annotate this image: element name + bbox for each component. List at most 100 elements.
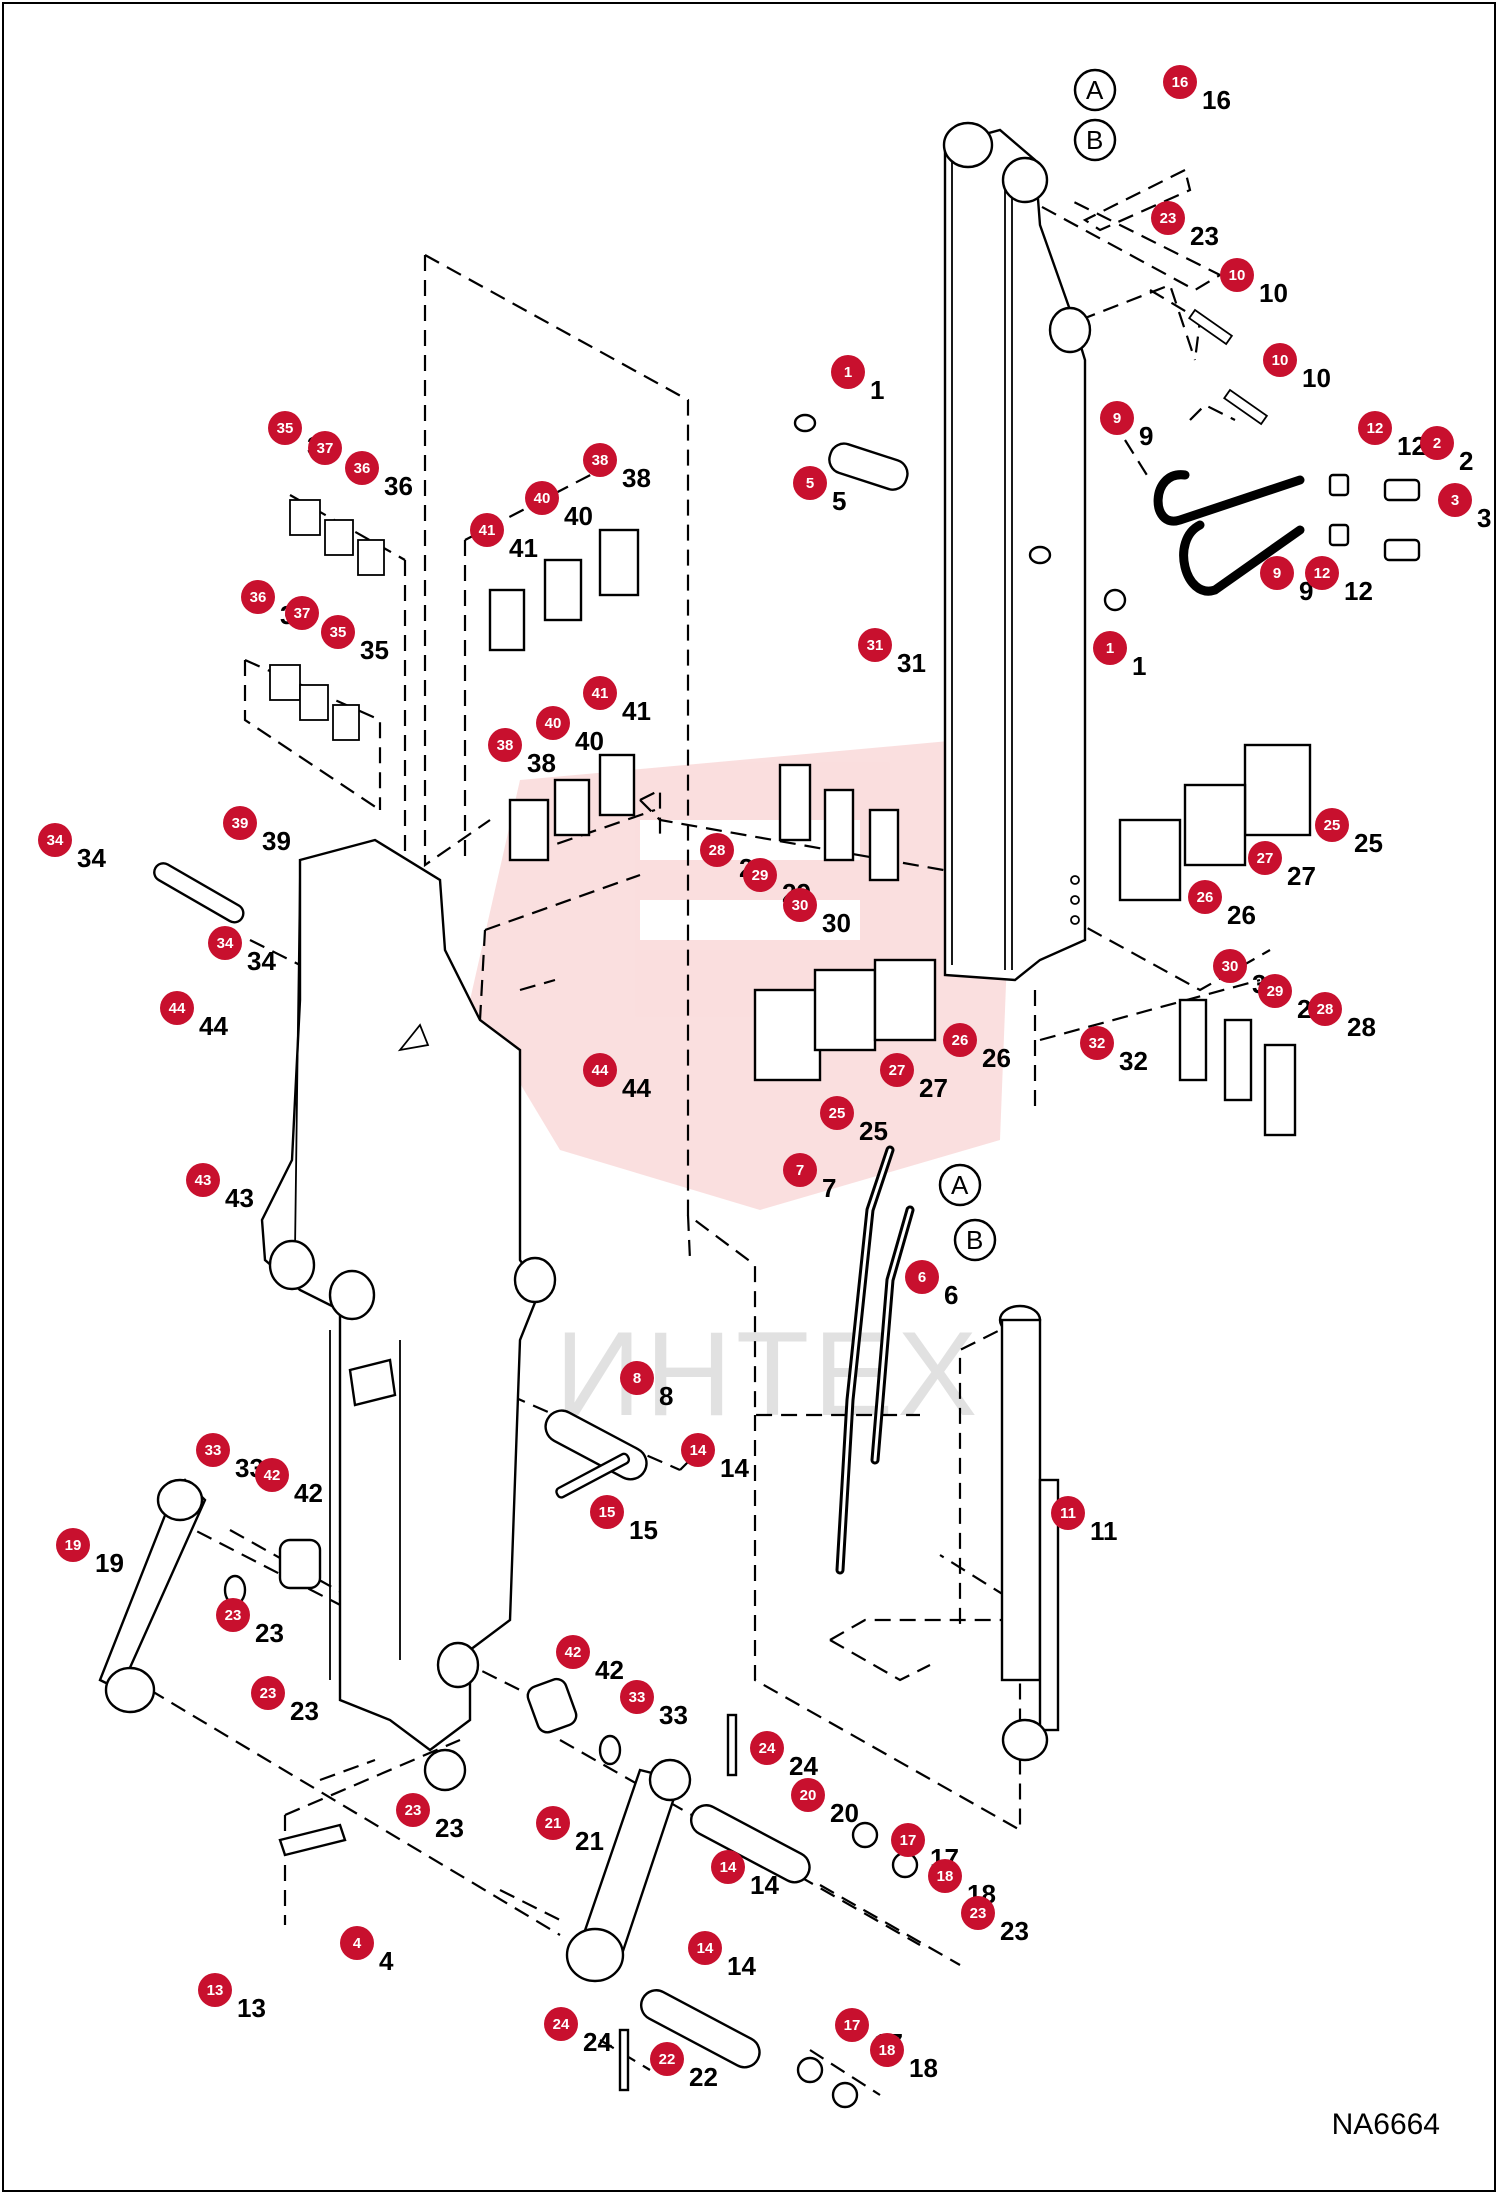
callout-badge-number: 23 — [1160, 210, 1177, 227]
callout-part-number: 31 — [897, 648, 926, 678]
callout-badge — [1100, 401, 1134, 435]
callout-badge — [268, 411, 302, 445]
callout-part-number: 42 — [294, 1478, 323, 1508]
callout-badge-number: 29 — [752, 867, 769, 884]
callout-badge — [396, 1793, 430, 1827]
callout-part-number: 22 — [689, 2062, 718, 2092]
callout-badge-number: 37 — [317, 440, 334, 457]
callout-part-number: 40 — [564, 501, 593, 531]
callout-badge-number: 44 — [592, 1062, 609, 1079]
fittings — [1188, 308, 1421, 562]
callout-part-number: 25 — [1354, 828, 1383, 858]
callout-part-number: 26 — [982, 1043, 1011, 1073]
callout-badge — [1315, 808, 1349, 842]
callout-badge — [488, 728, 522, 762]
callout-badge — [1248, 841, 1282, 875]
callout-badge-number: 25 — [1324, 817, 1341, 834]
callout-part-number: 41 — [622, 696, 651, 726]
callout-badge — [711, 1850, 745, 1884]
callout-part-number: 30 — [822, 908, 851, 938]
callout-part-number: 23 — [290, 1696, 319, 1726]
callout-part-number: 42 — [595, 1655, 624, 1685]
callout-part-number: 19 — [95, 1548, 124, 1578]
callout-part-number: 27 — [1287, 861, 1316, 891]
callout-badge — [223, 806, 257, 840]
top-pins — [793, 413, 1127, 612]
callout-badge-number: 19 — [65, 1537, 82, 1554]
callout-badge-number: 9 — [1273, 565, 1281, 582]
callout-badge-number: 31 — [867, 637, 884, 654]
callout-badge-number: 43 — [195, 1172, 212, 1189]
callout-badge-number: 39 — [232, 815, 249, 832]
callout-badge — [216, 1598, 250, 1632]
callout-part-9: 99 — [1260, 556, 1313, 606]
connection-marker-b-top: B — [1073, 118, 1117, 162]
callout-badge-number: 24 — [759, 1740, 776, 1757]
callout-badge — [1438, 483, 1472, 517]
callout-part-number: 13 — [237, 1993, 266, 2023]
callout-badge-number: 28 — [709, 842, 726, 859]
callout-badge — [544, 2007, 578, 2041]
callout-part-4: 44 — [340, 1926, 394, 1976]
callout-badge — [750, 1731, 784, 1765]
callout-part-number: 21 — [575, 1826, 604, 1856]
callout-part-number: 1 — [870, 375, 884, 405]
callout-badge-number: 40 — [545, 715, 562, 732]
arm-top-boss — [942, 121, 994, 169]
callout-part-2: 22 — [1420, 426, 1473, 476]
callout-part-number: 27 — [919, 1073, 948, 1103]
callout-badge-number: 36 — [354, 460, 371, 477]
callout-badge-number: 42 — [565, 1644, 582, 1661]
callout-badge-number: 10 — [1229, 267, 1246, 284]
callout-part-number: 32 — [1119, 1046, 1148, 1076]
callout-badge — [285, 596, 319, 630]
callout-badge — [793, 466, 827, 500]
callout-part-3: 33 — [1438, 483, 1491, 533]
callout-part-number: 20 — [830, 1798, 859, 1828]
callout-badge — [783, 888, 817, 922]
drawing-id: NA6664 — [1331, 2108, 1440, 2141]
callout-badge — [905, 1260, 939, 1294]
callout-badge-number: 4 — [353, 1935, 362, 1952]
callout-badge-number: 35 — [277, 420, 294, 437]
hydraulic-cylinder — [998, 1304, 1060, 1762]
callout-part-number: 6 — [944, 1280, 958, 1310]
callout-badge-number: 9 — [1113, 410, 1121, 427]
callout-badge-number: 35 — [330, 624, 347, 641]
svg-text:A: A — [951, 1170, 969, 1200]
callout-part-8: 88 — [620, 1361, 673, 1411]
callout-badge-number: 24 — [553, 2016, 570, 2033]
callout-badge — [870, 2033, 904, 2067]
callout-badge — [255, 1458, 289, 1492]
callout-part-number: 24 — [789, 1751, 818, 1781]
callout-badge — [1263, 343, 1297, 377]
callout-part-number: 34 — [247, 946, 276, 976]
callout-badge-number: 10 — [1272, 352, 1289, 369]
callout-part-number: 15 — [629, 1515, 658, 1545]
callout-badge-number: 23 — [225, 1607, 242, 1624]
callout-badge — [943, 1023, 977, 1057]
callout-badge-number: 33 — [629, 1689, 646, 1706]
callout-part-number: 23 — [435, 1813, 464, 1843]
pins-and-links — [98, 862, 919, 2109]
callout-part-number: 38 — [527, 748, 556, 778]
callout-part-number: 12 — [1344, 576, 1373, 606]
callout-badge-number: 44 — [169, 1000, 186, 1017]
callout-badge — [928, 1859, 962, 1893]
callout-badge-number: 37 — [294, 605, 311, 622]
